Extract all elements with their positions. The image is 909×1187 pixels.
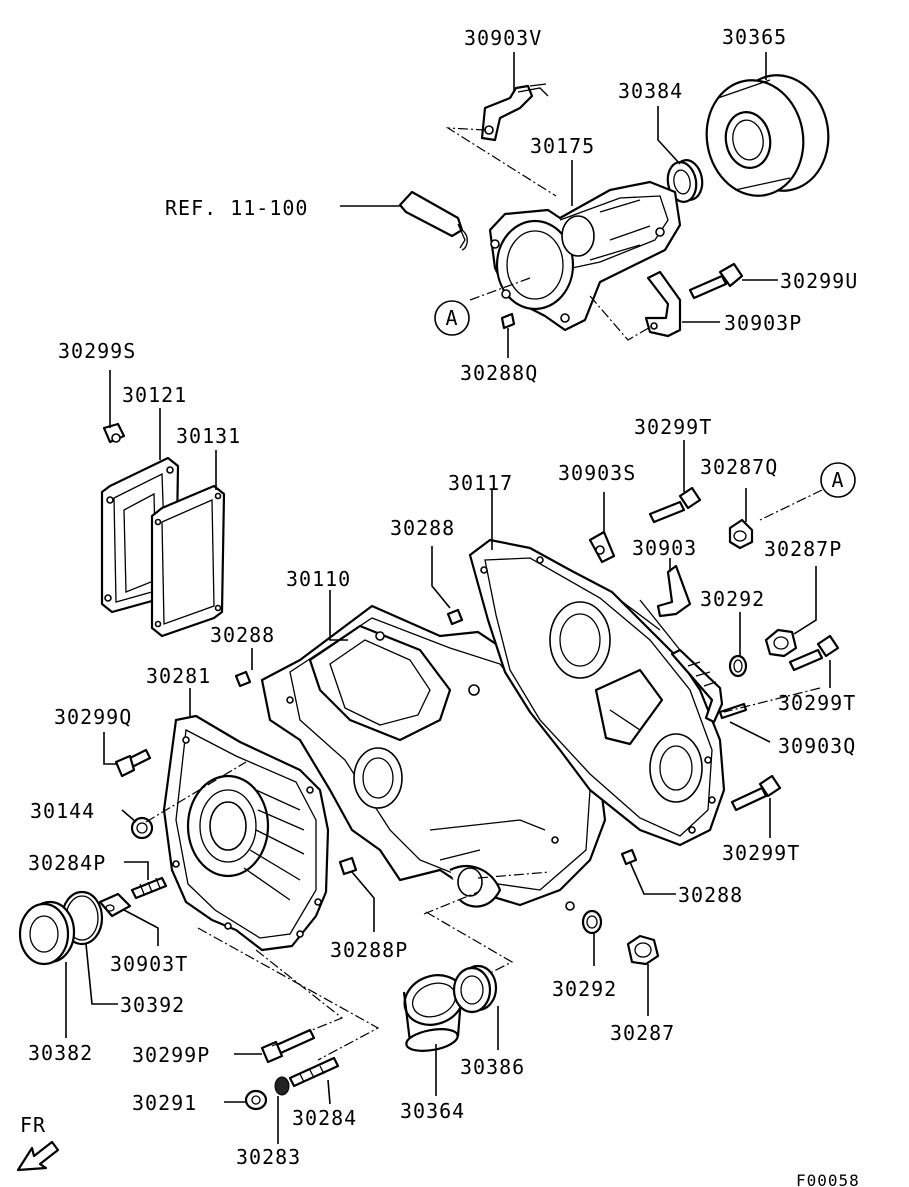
label-30903p: 30903P xyxy=(724,311,802,335)
clip-30903s xyxy=(588,530,616,564)
part-labels: 30903V 30365 30384 30175 REF. 11-100 302… xyxy=(28,25,860,1187)
label-30131: 30131 xyxy=(176,424,241,448)
bolt-30299p xyxy=(260,1028,316,1064)
label-30292-b: 30292 xyxy=(552,977,617,1001)
bolt-30299u xyxy=(688,262,744,300)
label-30287q: 30287Q xyxy=(700,455,778,479)
label-30288-c: 30288 xyxy=(678,883,743,907)
label-30287p: 30287P xyxy=(764,537,842,561)
svg-text:A: A xyxy=(831,468,844,492)
clip-30903 xyxy=(656,564,692,618)
label-30117: 30117 xyxy=(448,471,513,495)
front-case-30281 xyxy=(162,714,330,952)
rear-case-30117 xyxy=(468,538,726,847)
transfer-case-30110 xyxy=(260,604,607,911)
label-30392: 30392 xyxy=(120,993,185,1017)
label-30288-b: 30288 xyxy=(210,623,275,647)
breather-hose-ref xyxy=(398,190,468,251)
nut-30291 xyxy=(244,1089,268,1111)
label-30175: 30175 xyxy=(530,134,595,158)
front-direction-arrow: FR xyxy=(16,1113,60,1172)
label-30299p: 30299P xyxy=(132,1043,210,1067)
seal-30364 xyxy=(402,974,465,1052)
label-30299u: 30299U xyxy=(780,269,858,293)
sensor-bracket-30903v xyxy=(480,83,549,142)
label-30299t-a: 30299T xyxy=(634,415,712,439)
label-30364: 30364 xyxy=(400,1099,465,1123)
label-30284: 30284 xyxy=(292,1106,357,1130)
label-30283: 30283 xyxy=(236,1145,301,1169)
callout-a-right: A xyxy=(820,462,856,498)
label-30903: 30903 xyxy=(632,536,697,560)
label-30144: 30144 xyxy=(30,799,95,823)
label-30903q: 30903Q xyxy=(778,734,856,758)
dowel-pin-30288p xyxy=(338,856,358,876)
label-30365: 30365 xyxy=(722,25,787,49)
bolt-30299q xyxy=(114,748,152,778)
dowel-pin-30288q xyxy=(500,312,516,330)
leader-lines xyxy=(65,52,831,1144)
label-30903s: 30903S xyxy=(558,461,636,485)
plug-30287p xyxy=(764,628,798,658)
label-30299t-c: 30299T xyxy=(722,841,800,865)
nut-30283 xyxy=(274,1076,290,1096)
diagram-code: F00058 xyxy=(796,1171,860,1187)
stud-30284p xyxy=(130,876,168,900)
bolt-30299t-top xyxy=(648,486,702,524)
bolt-30299s xyxy=(102,422,126,444)
label-30287: 30287 xyxy=(610,1021,675,1045)
label-30384: 30384 xyxy=(618,79,683,103)
label-30903v: 30903V xyxy=(464,26,542,50)
label-30110: 30110 xyxy=(286,567,351,591)
nut-30144 xyxy=(130,816,154,840)
label-30299t-b: 30299T xyxy=(778,691,856,715)
label-30386: 30386 xyxy=(460,1055,525,1079)
seal-30386 xyxy=(452,964,498,1014)
dowel-pin-30288-right xyxy=(620,848,638,866)
washer-30292-lower xyxy=(581,909,603,935)
seal-30382 xyxy=(18,900,76,966)
label-30382: 30382 xyxy=(28,1041,93,1065)
oil-seal-30384 xyxy=(666,159,704,203)
label-30288-a: 30288 xyxy=(390,516,455,540)
label-30288q: 30288Q xyxy=(460,361,538,385)
svg-text:FR: FR xyxy=(20,1113,46,1137)
label-30299s: 30299S xyxy=(58,339,136,363)
plug-30287 xyxy=(626,934,660,966)
clip-30903q xyxy=(670,648,748,724)
callout-a-left: A xyxy=(434,300,470,336)
gasket-30131 xyxy=(150,484,226,638)
bolt-30299t-lower xyxy=(730,774,782,812)
washer-30292-top xyxy=(728,654,748,678)
bearing-30365 xyxy=(705,74,830,197)
label-30292-a: 30292 xyxy=(700,587,765,611)
label-30281: 30281 xyxy=(146,664,211,688)
bracket-30903p xyxy=(644,270,682,338)
label-30299q: 30299Q xyxy=(54,705,132,729)
bolt-30299t-mid xyxy=(788,634,840,672)
label-30903t: 30903T xyxy=(110,952,188,976)
dowel-pin-30288-center xyxy=(446,608,464,626)
extension-housing-30175 xyxy=(488,180,682,332)
bracket-30903t xyxy=(98,892,132,918)
label-30288p: 30288P xyxy=(330,938,408,962)
svg-text:A: A xyxy=(445,306,458,330)
plug-30287q xyxy=(728,518,754,550)
dowel-pin-30288-left xyxy=(234,670,252,688)
label-30284p: 30284P xyxy=(28,851,106,875)
label-30291: 30291 xyxy=(132,1091,197,1115)
label-30121: 30121 xyxy=(122,383,187,407)
stud-30284 xyxy=(288,1056,340,1088)
label-ref: REF. 11-100 xyxy=(165,196,308,220)
